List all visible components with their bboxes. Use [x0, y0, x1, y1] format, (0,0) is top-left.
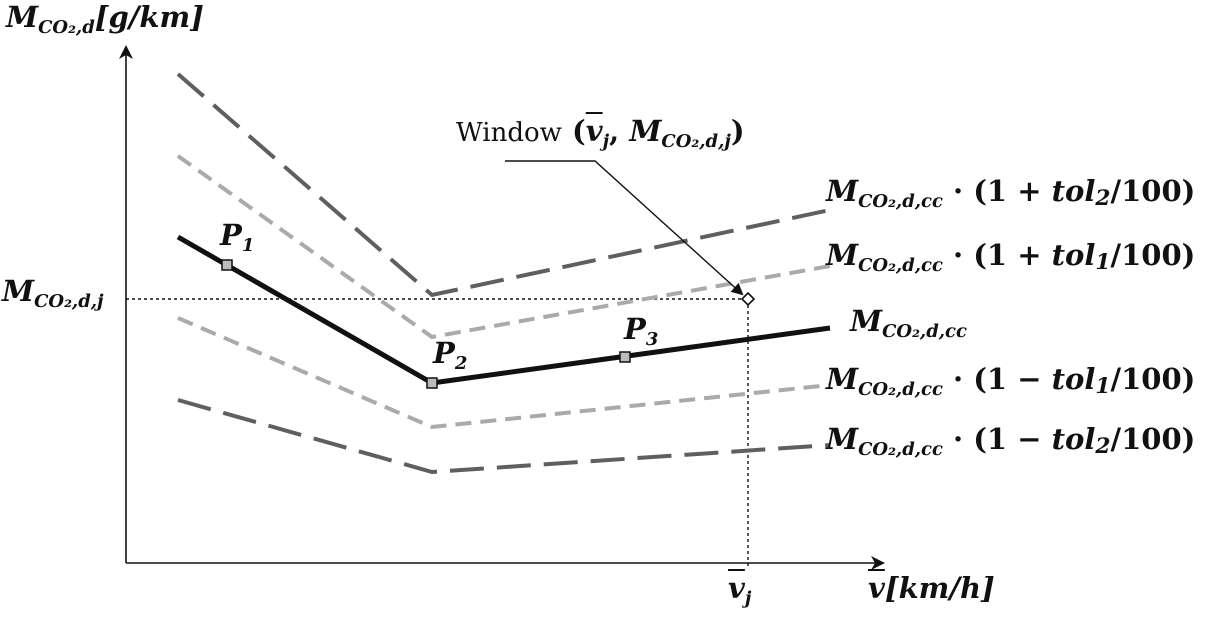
y-axis-label: MCO₂,d[g/km]: [6, 0, 204, 39]
point-p3-marker: [619, 351, 631, 363]
upper-tol2-curve: [176, 72, 831, 298]
lower-tol1-label: MCO₂,d,cc · (1 − tol1/100): [826, 362, 1196, 401]
point-p2-label: P2: [433, 336, 468, 375]
window-callout-line: [505, 160, 744, 296]
main-curve-label: MCO₂,d,cc: [850, 304, 967, 343]
point-p1-marker: [221, 259, 233, 271]
window-label: Window (vj, MCO₂,d,j): [456, 114, 745, 153]
lower-tol2-curve: [177, 398, 831, 475]
x-axis-label: v[km/h]: [868, 571, 995, 605]
upper-tol2-label: MCO₂,d,cc · (1 + tol2/100): [826, 174, 1196, 213]
lower-tol1-curve: [177, 316, 831, 430]
window-point-marker: [740, 291, 756, 307]
y-tick-label: MCO₂,d,j: [2, 274, 104, 313]
upper-tol1-curve: [176, 154, 831, 340]
point-p3-label: P3: [624, 312, 659, 351]
point-p2-marker: [426, 377, 438, 389]
upper-tol1-label: MCO₂,d,cc · (1 + tol1/100): [826, 238, 1196, 277]
lower-tol2-label: MCO₂,d,cc · (1 − tol2/100): [826, 422, 1196, 461]
x-tick-label: vj: [728, 571, 752, 610]
point-p1-label: P1: [220, 218, 255, 257]
